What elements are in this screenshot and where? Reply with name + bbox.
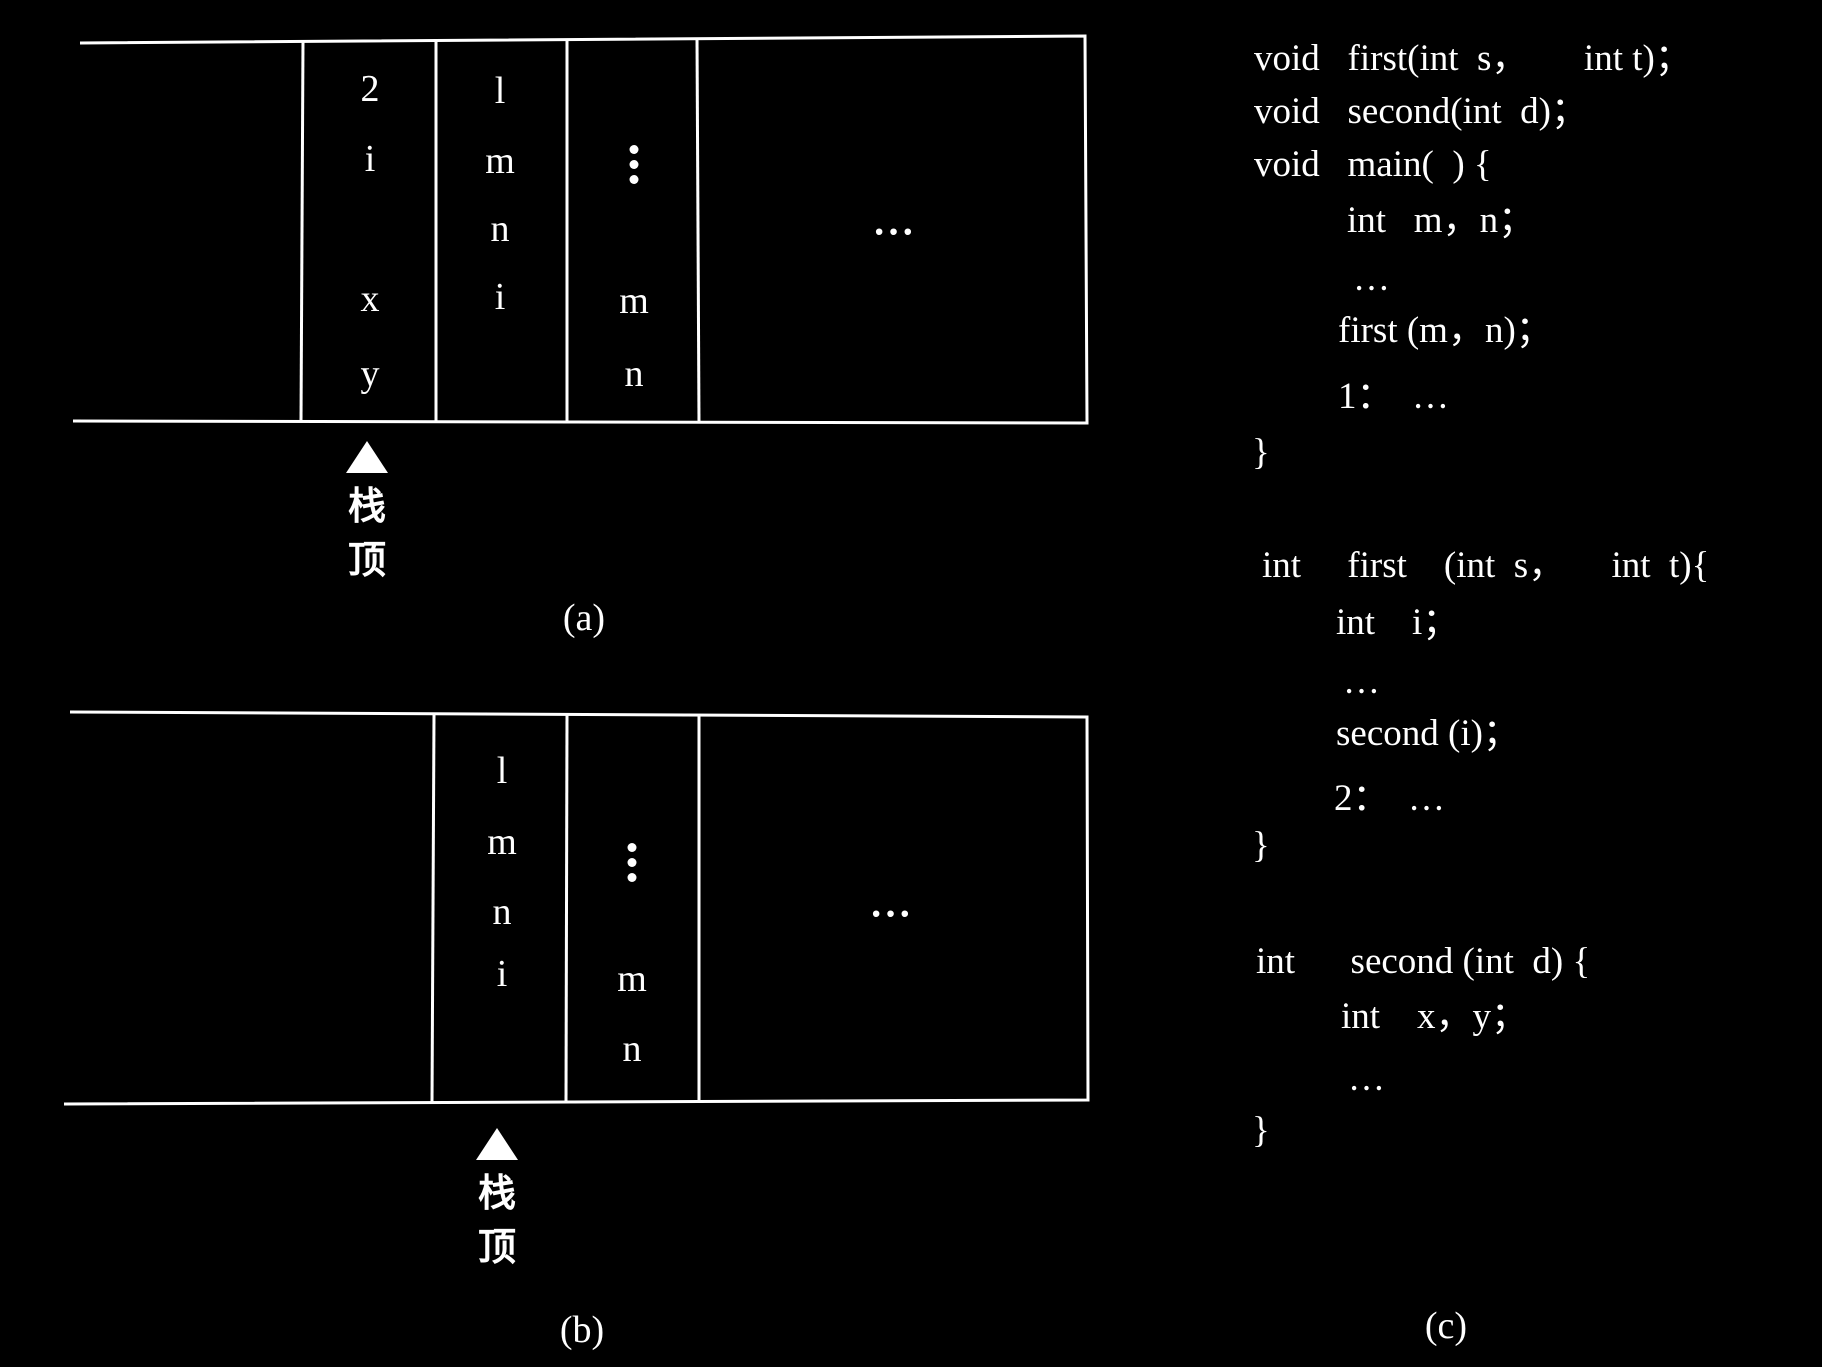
code-line: void second(int d)； bbox=[1254, 91, 1588, 132]
stack-top-label: 栈 bbox=[347, 484, 386, 528]
stack-cell-b-n: n bbox=[492, 891, 512, 933]
stack-frame-b bbox=[63, 710, 1090, 1106]
stack-frame-a bbox=[72, 34, 1089, 425]
code-line: … bbox=[1348, 1058, 1385, 1099]
vertical-ellipsis-icon bbox=[627, 843, 637, 888]
stack-cell-b-m: m bbox=[487, 821, 517, 863]
code-line: int i； bbox=[1336, 602, 1460, 643]
stack-cell-a-ellipsis: ··· bbox=[872, 209, 916, 254]
stack-cell-a-2: 2 bbox=[360, 68, 380, 110]
caption-c: (c) bbox=[1424, 1305, 1468, 1347]
stack-cell-a-m: m bbox=[485, 140, 515, 182]
stack-top-marker-a: 栈 顶 bbox=[346, 441, 388, 587]
code-line: } bbox=[1252, 1110, 1270, 1151]
vertical-ellipsis-icon bbox=[629, 145, 639, 190]
code-line: } bbox=[1252, 432, 1270, 473]
stack-cell-b-m2: m bbox=[617, 958, 647, 1000]
stack-cell-b-ellipsis: ··· bbox=[869, 891, 913, 936]
triangle-up-icon bbox=[476, 1128, 518, 1160]
code-line: int second (int d) { bbox=[1256, 941, 1591, 982]
stack-top-label: 顶 bbox=[347, 538, 386, 582]
stack-cell-a-l: l bbox=[494, 70, 506, 112]
stack-divider bbox=[564, 714, 569, 1102]
stack-top-label: 顶 bbox=[477, 1225, 516, 1269]
stack-cell-a-n2: n bbox=[624, 353, 644, 395]
code-line: second (i)； bbox=[1336, 713, 1520, 754]
code-line: int x，y； bbox=[1341, 996, 1529, 1037]
code-line: first (m，n)； bbox=[1338, 310, 1553, 351]
triangle-up-icon bbox=[346, 441, 388, 473]
code-line: } bbox=[1252, 825, 1270, 866]
stack-cell-b-l: l bbox=[496, 750, 508, 792]
stack-cell-a-m2: m bbox=[619, 280, 649, 322]
code-line: void first(int s， int t)； bbox=[1254, 38, 1692, 79]
caption-a: (a) bbox=[562, 597, 606, 639]
code-line: … bbox=[1353, 258, 1390, 299]
code-line: void main( ) { bbox=[1254, 144, 1492, 185]
code-line: int m，n； bbox=[1347, 200, 1536, 241]
code-line: … bbox=[1343, 661, 1380, 702]
code-line: int first (int s， int t){ bbox=[1262, 545, 1710, 586]
stack-cell-a-x: x bbox=[360, 278, 380, 320]
stack-cell-b-i: i bbox=[496, 953, 508, 995]
stack-cell-a-i: i bbox=[364, 138, 376, 180]
code-line: 1： … bbox=[1338, 376, 1449, 417]
stack-divider bbox=[695, 37, 701, 423]
caption-b: (b) bbox=[559, 1309, 605, 1351]
stack-cell-b-n2: n bbox=[622, 1028, 642, 1070]
stack-top-marker-b: 栈 顶 bbox=[476, 1128, 518, 1274]
stack-cell-a-y: y bbox=[360, 353, 380, 395]
stack-divider bbox=[299, 40, 305, 422]
stack-top-label: 栈 bbox=[477, 1171, 516, 1215]
stack-divider bbox=[430, 714, 436, 1103]
code-line: 2： … bbox=[1334, 778, 1445, 819]
stack-cell-a-n: n bbox=[490, 208, 510, 250]
stack-cell-a-i2: i bbox=[494, 276, 506, 318]
